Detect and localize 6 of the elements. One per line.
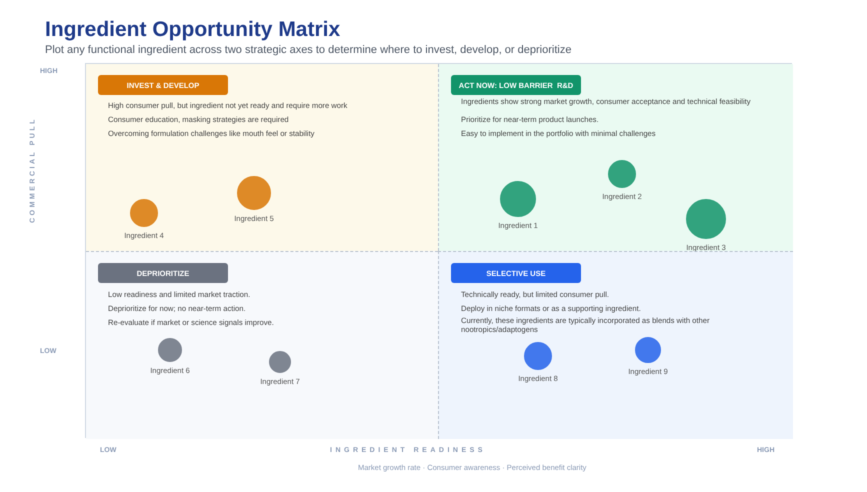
quadrant-panel [438,64,793,251]
chart-title: Ingredient Opportunity Matrix [45,18,340,42]
quadrant-panel [438,251,793,439]
quadrant-panel [86,64,438,251]
quadrant-panel [86,251,438,439]
subtitle: Plot any functional ingredient across two strategic axes to determine where to invest, develop, or deprioritize [45,44,572,56]
